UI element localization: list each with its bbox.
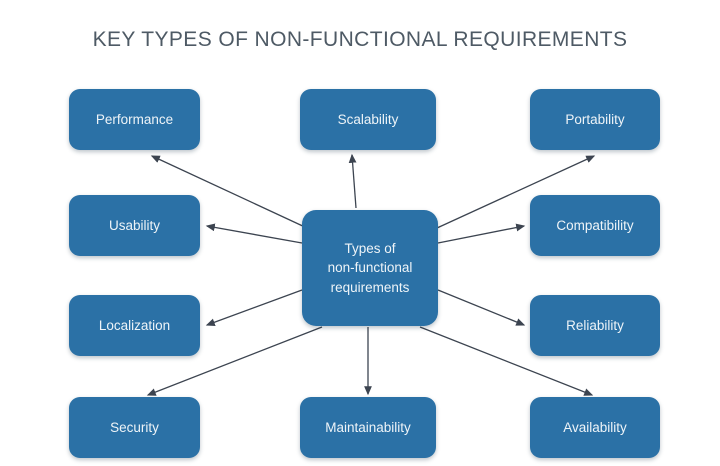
node-maintainability-label: Maintainability [325, 419, 411, 435]
node-localization[interactable]: Localization [69, 295, 200, 356]
node-availability[interactable]: Availability [530, 397, 660, 458]
edge-center-portability [436, 155, 596, 229]
node-security[interactable]: Security [69, 397, 200, 458]
edge-center-performance [150, 155, 308, 229]
node-performance[interactable]: Performance [69, 89, 200, 150]
node-reliability[interactable]: Reliability [530, 295, 660, 356]
node-scalability[interactable]: Scalability [300, 89, 436, 150]
edge-center-localization [205, 289, 303, 326]
edge-center-reliability [437, 289, 526, 326]
node-reliability-label: Reliability [566, 317, 624, 333]
node-maintainability[interactable]: Maintainability [300, 397, 436, 458]
edge-center-usability [205, 223, 303, 244]
node-usability-label: Usability [108, 217, 160, 233]
node-portability-label: Portability [565, 111, 625, 127]
node-localization-label: Localization [98, 317, 171, 333]
node-compatibility[interactable]: Compatibility [530, 195, 660, 256]
node-scalability-label: Scalability [337, 111, 399, 127]
node-availability-label: Availability [563, 419, 627, 435]
node-portability[interactable]: Portability [530, 89, 660, 150]
edge-center-availability [419, 326, 594, 396]
node-security-label: Security [110, 419, 159, 435]
edge-center-compatibility [437, 223, 526, 244]
node-usability[interactable]: Usability [69, 195, 200, 256]
page-title: KEY TYPES OF NON-FUNCTIONAL REQUIREMENTS [92, 28, 628, 51]
node-compatibility-label: Compatibility [556, 217, 634, 233]
edge-center-security [146, 326, 323, 396]
edge-center-scalability [348, 153, 357, 209]
node-performance-label: Performance [95, 111, 174, 127]
